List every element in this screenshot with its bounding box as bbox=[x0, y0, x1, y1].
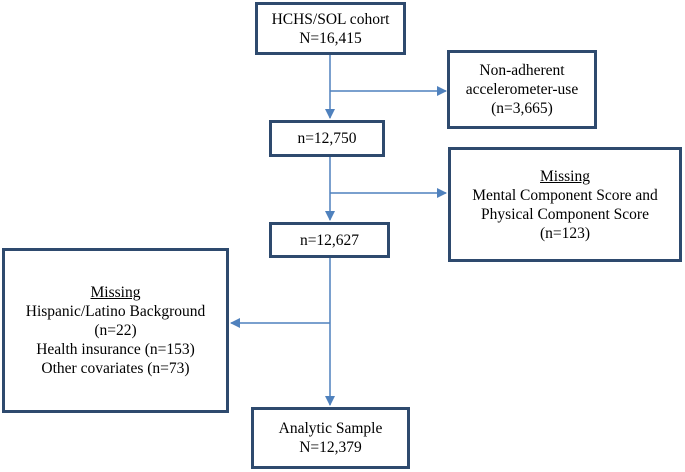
nonadherent-line2: accelerometer-use bbox=[465, 81, 579, 98]
cohort-box: HCHS/SOL cohort N=16,415 bbox=[255, 2, 406, 55]
n1-box: n=12,750 bbox=[269, 120, 385, 157]
missing-scores-box: Missing Mental Component Score and Physi… bbox=[448, 147, 682, 262]
cohort-title: HCHS/SOL cohort bbox=[271, 10, 390, 28]
nonadherent-line1: Non-adherent bbox=[479, 62, 565, 79]
missing-covariates-line3: Health insurance (n=153) bbox=[36, 341, 195, 358]
nonadherent-box: Non-adherent accelerometer-use (n=3,665) bbox=[447, 50, 597, 129]
missing-scores-heading: Missing bbox=[540, 167, 590, 185]
missing-scores-line2: Physical Component Score bbox=[481, 205, 649, 223]
n2-box: n=12,627 bbox=[269, 222, 390, 258]
n1-label: n=12,750 bbox=[297, 130, 357, 147]
analytic-sample-box: Analytic Sample N=12,379 bbox=[251, 407, 410, 469]
analytic-sample-title: Analytic Sample bbox=[278, 420, 383, 437]
cohort-count: N=16,415 bbox=[299, 29, 362, 47]
missing-covariates-line4: Other covariates (n=73) bbox=[41, 360, 190, 377]
missing-covariates-box: Missing Hispanic/Latino Background (n=22… bbox=[2, 248, 229, 413]
missing-scores-line1: Mental Component Score and bbox=[472, 186, 658, 204]
nonadherent-count: (n=3,665) bbox=[491, 100, 553, 117]
n2-label: n=12,627 bbox=[299, 231, 360, 249]
missing-scores-count: (n=123) bbox=[539, 224, 591, 242]
missing-covariates-heading: Missing bbox=[90, 284, 141, 301]
analytic-sample-count: N=12,379 bbox=[299, 439, 362, 456]
missing-covariates-line1: Hispanic/Latino Background bbox=[25, 303, 206, 320]
missing-covariates-line2: (n=22) bbox=[94, 322, 137, 339]
